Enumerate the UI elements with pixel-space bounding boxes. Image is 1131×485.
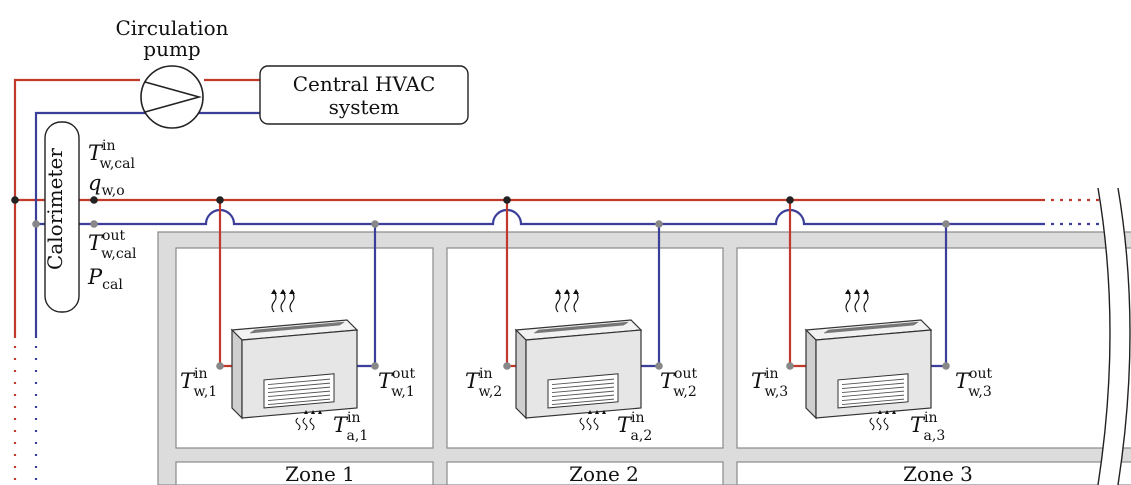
zone-2-label: Zone 2 — [569, 462, 639, 485]
fan-coil-unit-2 — [514, 289, 643, 431]
zone-1-label: Zone 1 — [285, 462, 355, 485]
p-cal-label: Pcal — [87, 265, 123, 293]
zone-labels: Zone 1 Zone 2 Zone 3 — [285, 462, 973, 485]
circulation-pump: Circulation pump — [115, 16, 229, 129]
zone-3-label: Zone 3 — [903, 462, 973, 485]
zone-3-room — [736, 247, 1131, 449]
supply-pipes — [13, 78, 1100, 485]
calorimeter-label: Calorimeter — [43, 148, 67, 270]
fan-coil-unit-1 — [230, 289, 359, 431]
pump-label-line2: pump — [143, 37, 200, 61]
pump-label-line1: Circulation — [115, 16, 228, 40]
calorimeter: Calorimeter — [43, 121, 80, 313]
fan-coil-unit-3 — [804, 289, 933, 431]
q-wo-label: qw,o — [88, 171, 125, 199]
hvac-label-line1: Central HVAC — [293, 72, 436, 96]
junctions — [11, 196, 950, 370]
central-hvac-system: Central HVAC system — [259, 65, 469, 125]
hvac-label-line2: system — [329, 95, 400, 119]
